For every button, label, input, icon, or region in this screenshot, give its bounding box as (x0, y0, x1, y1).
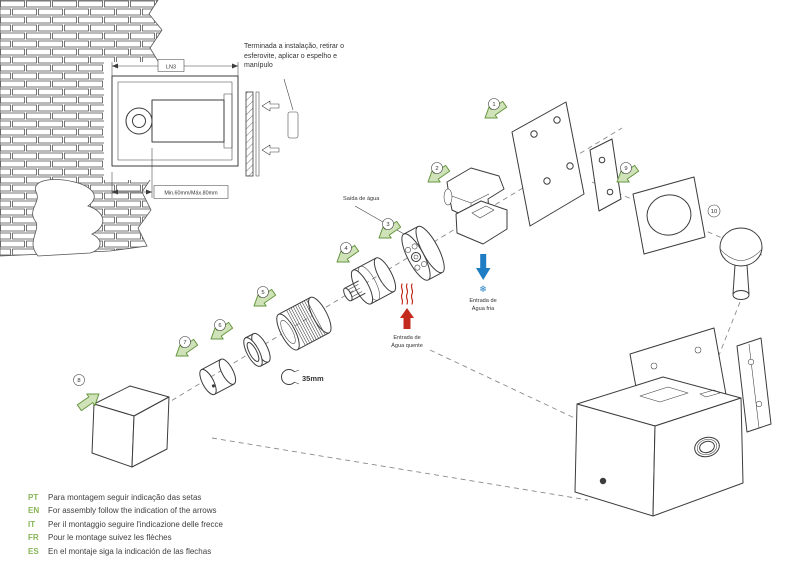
legend-row-en: EN For assembly follow the indication of … (28, 500, 223, 516)
svg-text:8: 8 (77, 378, 80, 384)
part-10-handle-knob (719, 227, 763, 300)
plaster-patch (32, 179, 104, 257)
hot-inlet-label: Água quente (391, 342, 423, 349)
assembly-guide-line (211, 437, 589, 501)
svg-text:6: 6 (218, 323, 221, 329)
install-note-line: Terminada a instalação, retirar o (244, 43, 344, 50)
legend-text: Per il montaggio seguire l'indicazione d… (48, 519, 223, 529)
svg-text:3: 3 (386, 222, 389, 228)
legend-code: IT (28, 519, 36, 529)
svg-text:2: 2 (435, 166, 438, 172)
step-marker-6: 6 (214, 319, 226, 331)
mirror-plate (255, 91, 260, 177)
legend-code: EN (28, 506, 40, 516)
heat-wave-icon (400, 283, 404, 305)
cold-arrow-icon (476, 254, 491, 280)
legend-text: Pour le montage suivez les flèches (48, 533, 172, 543)
step-markers: 1 2 3 4 5 6 7 8 9 10 (73, 98, 721, 386)
legend-row-fr: FR Pour le montage suivez les flèches (28, 527, 223, 543)
step-marker-3: 3 (382, 218, 394, 230)
handle-dot (599, 477, 607, 485)
svg-text:10: 10 (711, 209, 717, 215)
valve-section-circle (125, 107, 153, 135)
step-marker-10: 10 (707, 204, 721, 218)
knurl-lines (286, 299, 326, 346)
legend-code: PT (28, 493, 39, 502)
svg-text:9: 9 (624, 166, 627, 172)
step-marker-5: 5 (257, 286, 269, 298)
legend: PT Para montagem seguir indicação das set… (28, 487, 223, 556)
assembled-unit (574, 327, 772, 517)
heat-wave-icon (405, 283, 409, 305)
handle-part-small (287, 111, 299, 139)
step-marker-4: 4 (340, 242, 352, 254)
part-8-handle (91, 385, 170, 468)
legend-row-es: ES En el montaje siga la indicación de la… (28, 541, 223, 556)
svg-text:7: 7 (183, 340, 186, 346)
part-4-cartridge (343, 257, 397, 305)
step-marker-2: 2 (431, 162, 443, 174)
assembled-box-side (652, 397, 744, 517)
part-7-adapter (199, 358, 237, 396)
part-1-wall-bracket (511, 101, 622, 227)
hot-water-indicator: Entrada de Água quente (391, 283, 423, 349)
install-note-line: esferovite, aplicar o espelho e (244, 52, 337, 60)
legend-row-it: IT Per il montaggio seguire l'indicazione… (28, 514, 223, 529)
legend-code: FR (28, 533, 39, 543)
note-leader-line (283, 78, 294, 111)
cold-water-indicator: ❄ Entrada de Água fria (469, 254, 497, 312)
part-5-sleeve (276, 296, 332, 351)
part-2-mixer-body (443, 167, 508, 245)
step-marker-1: 1 (488, 98, 500, 110)
legend-text: For assembly follow the indication of th… (48, 506, 217, 516)
hot-arrow-icon (400, 308, 414, 329)
part-3-valve-trim (401, 225, 445, 281)
wrench-35mm: 35mm (281, 369, 324, 385)
top-dimension: LN3 (111, 59, 239, 76)
remove-arrow-icon (261, 144, 280, 156)
depth-dimension-label: Min.60mm/Máx.80mm (164, 191, 218, 197)
outlet-label: Saída de água (343, 196, 380, 202)
wrench-size-label: 35mm (302, 374, 324, 383)
hot-inlet-label: Entrada de (393, 335, 420, 341)
install-note-line: manípulo (244, 62, 273, 69)
remove-arrow-icon (261, 100, 280, 112)
legend-row-pt: PT Para montagem seguir indicação das set… (28, 487, 223, 502)
wall-cross-section: LN3 Min.60mm/Máx.80mm (104, 59, 299, 199)
heat-wave-icon (410, 283, 414, 305)
legend-code: ES (28, 546, 39, 556)
set-screw-dot (211, 384, 216, 388)
svg-text:5: 5 (261, 290, 264, 296)
assembly-guide-line (429, 349, 601, 431)
install-note: Terminada a instalação, retirar o esfero… (244, 42, 404, 71)
step-marker-8: 8 (73, 374, 85, 386)
legend-text: Para montagem seguir indicação das setas (48, 493, 202, 502)
legend-text: En el montaje siga la indicación de las … (48, 546, 212, 556)
svg-text:4: 4 (344, 246, 348, 252)
snowflake-icon: ❄ (479, 284, 487, 294)
assembly-guide-line (705, 301, 741, 389)
top-dimension-label: LN3 (166, 64, 176, 70)
step-marker-9: 9 (620, 162, 632, 174)
foam-plate (245, 91, 254, 177)
cold-inlet-label: Entrada de (469, 298, 496, 304)
part-9-cover-plate (632, 176, 706, 255)
svg-text:1: 1 (492, 102, 495, 108)
cold-inlet-label: Água fria (472, 305, 495, 312)
threaded-port (694, 436, 720, 458)
step-marker-7: 7 (179, 336, 191, 348)
part-6-ring (243, 332, 271, 367)
depth-dimension: Min.60mm/Máx.80mm (111, 148, 229, 199)
